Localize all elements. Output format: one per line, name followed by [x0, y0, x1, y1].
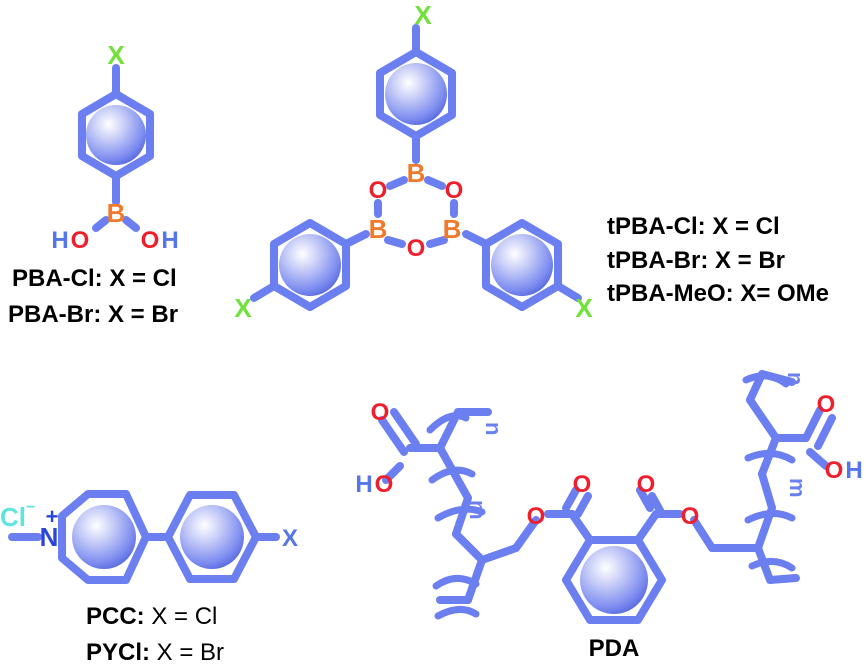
pcc-caption-rest: X = Cl — [145, 603, 218, 630]
pda-h-acid-left: H — [355, 471, 372, 498]
pda-caption: PDA — [589, 635, 640, 662]
pycl-molecule: Cl − N + X — [0, 490, 298, 584]
tpba-caption-meo: tPBA-MeO: X= OMe — [607, 280, 829, 307]
pba-boron-atom: B — [107, 198, 126, 228]
pda-h-acid-right: H — [845, 457, 862, 484]
pycl-nitrogen-charge: + — [46, 504, 59, 529]
pba-x-atom: X — [107, 40, 125, 70]
tpba-oxygen-right: O — [445, 177, 464, 204]
pda-subscript-m-left: m — [465, 500, 490, 520]
pda-oxygen-carbonyl-right: O — [637, 471, 656, 498]
pda-oxygen-ester-left: O — [527, 503, 546, 530]
pda-oxygen-hydroxyl-left: O — [375, 471, 394, 498]
tpba-caption-br: tPBA-Br: X = Br — [607, 247, 785, 274]
tpba-x-left: X — [234, 293, 252, 323]
tpba-x-top: X — [414, 0, 432, 30]
chloride-counterion: Cl — [0, 502, 26, 532]
tpba-left-ball — [279, 234, 341, 296]
pba-o-right: O — [141, 227, 160, 254]
tpba-oxygen-left: O — [369, 177, 388, 204]
pcc-caption: PCC: X = Cl — [86, 603, 217, 630]
pycl-caption-rest: X = Br — [150, 639, 224, 665]
pyridinium-ring — [58, 490, 150, 584]
tpba-boron-right: B — [443, 214, 462, 244]
pda-oxygen-acid-left: O — [371, 399, 390, 426]
tpba-molecule: X B O O B B O X X — [234, 0, 593, 323]
tpba-right-ball — [491, 234, 553, 296]
pcc-caption-name: PCC: — [86, 603, 145, 630]
pda-subscript-n-right: n — [783, 372, 808, 385]
pycl-caption: PYCl: X = Br — [86, 639, 224, 665]
tpba-caption-cl: tPBA-Cl: X = Cl — [607, 213, 780, 240]
pda-oxygen-carbonyl-left: O — [573, 471, 592, 498]
tpba-oxygen-bottom: O — [407, 235, 426, 262]
pycl-caption-name: PYCl: — [86, 639, 150, 665]
pycl-x-atom: X — [282, 525, 298, 552]
tpba-boron-left: B — [369, 214, 388, 244]
pba-aromatic-ball — [86, 105, 146, 165]
pba-molecule: X B H O O H — [51, 40, 178, 254]
pda-oxygen-hydroxyl-right: O — [825, 457, 844, 484]
pyridinium-ball — [72, 505, 136, 569]
tpba-boron-top: B — [407, 158, 426, 188]
pycl-nitrogen: N — [40, 522, 59, 552]
pba-h-left: H — [51, 227, 68, 254]
pda-oxygen-acid-right: O — [817, 391, 836, 418]
pda-polymer: O H O O O O O O O H n m n m — [355, 370, 863, 624]
pba-caption-cl: PBA-Cl: X = Cl — [12, 265, 177, 292]
pda-oxygen-ester-right: O — [681, 503, 700, 530]
pba-caption-br: PBA-Br: X = Br — [8, 301, 178, 328]
pba-o-left: O — [71, 227, 90, 254]
chloride-charge: − — [26, 499, 35, 516]
pda-aromatic-ball — [580, 546, 648, 614]
tpba-x-right: X — [575, 293, 593, 323]
pda-subscript-m-right: m — [785, 478, 810, 498]
tpba-top-ball — [385, 63, 447, 125]
pycl-phenyl-ball — [180, 505, 244, 569]
pda-subscript-n-left: n — [481, 422, 506, 435]
pba-h-right: H — [161, 227, 178, 254]
